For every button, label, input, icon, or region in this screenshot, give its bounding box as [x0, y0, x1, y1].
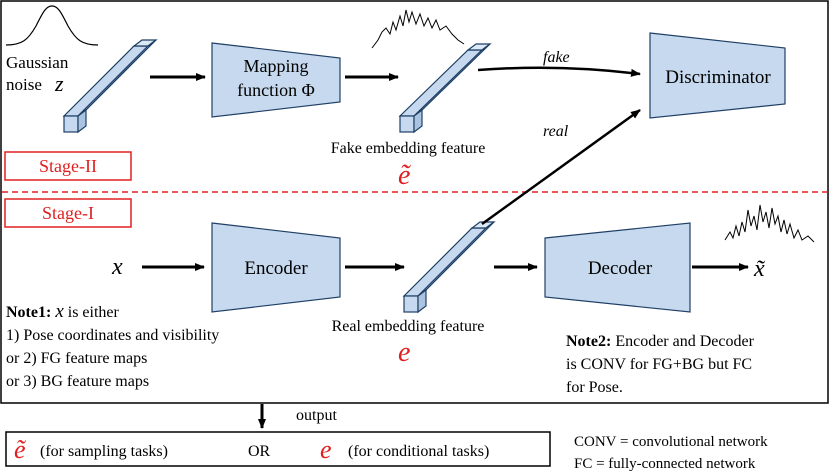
arrow-real-to-discriminator	[481, 108, 641, 226]
note1-line2: or 2) FG feature maps	[6, 350, 147, 367]
gaussian-curve-icon	[5, 5, 99, 46]
note1-heading: Note1: x is either	[6, 301, 120, 322]
output-or-text: OR	[248, 443, 271, 460]
note1-line1: 1) Pose coordinates and visibility	[6, 327, 219, 344]
output-sampling-text: (for sampling tasks)	[40, 443, 168, 460]
discriminator-label: Discriminator	[665, 67, 771, 88]
output-symbol: x̃	[753, 256, 766, 282]
fake-arrow-label: fake	[543, 49, 570, 66]
real-feature-caption: Real embedding feature	[332, 318, 485, 335]
output-box	[5, 431, 551, 467]
noise-vector-block	[62, 39, 158, 134]
real-embedding-block	[402, 221, 496, 314]
output-conditional-text: (for conditional tasks)	[348, 443, 489, 460]
stage2-box	[4, 151, 132, 181]
input-symbol: x	[111, 254, 123, 280]
mapping-function-block	[211, 42, 341, 118]
note1-line3: or 3) BG feature maps	[6, 373, 149, 390]
decoder-label: Decoder	[588, 258, 653, 279]
real-embedding-symbol: e	[398, 337, 410, 368]
fake-signal-icon	[371, 9, 465, 49]
decoder-block	[544, 222, 691, 313]
reconstructed-signal-icon	[724, 204, 815, 243]
fake-embedding-block	[398, 43, 492, 134]
gaussian-label: Gaussian	[6, 53, 69, 72]
note2-heading: Note2: Encoder and Decoder	[566, 333, 755, 350]
output-fake-symbol: ẽ	[14, 435, 27, 464]
fake-feature-caption: Fake embedding feature	[331, 140, 486, 157]
legend-conv: CONV = convolutional network	[574, 434, 768, 450]
main-frame	[0, 0, 829, 404]
output-label: output	[296, 407, 337, 424]
arrow-fake-to-discriminator	[477, 66, 641, 77]
stage1-label: Stage-I	[42, 203, 94, 223]
mapping-label-line2: function Φ	[237, 80, 315, 100]
discriminator-block	[649, 32, 786, 119]
fake-embedding-symbol: ẽ	[398, 160, 411, 191]
real-arrow-label: real	[543, 123, 569, 140]
note2-line2: is CONV for FG+BG but FC	[566, 356, 752, 373]
legend-fc: FC = fully-connected network	[574, 456, 756, 472]
output-real-symbol: e	[320, 435, 332, 464]
note2-line3: for Pose.	[566, 379, 623, 396]
mapping-label-line1: Mapping	[244, 56, 309, 76]
noise-label: noise	[6, 75, 42, 94]
encoder-block	[211, 222, 341, 313]
noise-symbol: z	[54, 71, 64, 96]
stage1-box	[4, 198, 132, 228]
stage2-label: Stage-II	[39, 156, 97, 176]
encoder-label: Encoder	[244, 258, 308, 279]
